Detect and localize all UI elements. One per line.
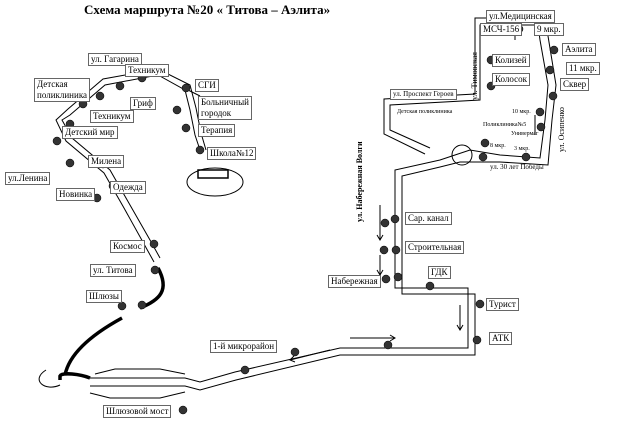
stop-koliseum: Колизей <box>492 54 530 67</box>
stop-skver: Сквер <box>560 78 590 91</box>
stop-univermag: Универмаг <box>511 131 539 137</box>
stop-poliklinika5: Поликлиника№5 <box>483 122 527 128</box>
stop-mkr8: 8 мкр. <box>490 143 506 149</box>
stop-shlyuzy: Шлюзы <box>86 290 122 303</box>
stop-detsky-mir: Детский мир <box>62 126 118 139</box>
stop-mkr10: 10 мкр. <box>512 109 531 115</box>
street-lenina: ул.Ленина <box>5 172 51 185</box>
stop-grif: Гриф <box>130 97 156 110</box>
street-prospekt-geroev: ул. Проспект Героев <box>390 89 457 100</box>
stop-tekhnikum-left: Техникум <box>90 110 134 123</box>
street-tymovskaya: ул. Тимовская <box>470 52 479 100</box>
stop-kolosok: Колосок <box>492 73 531 86</box>
stop-mkr3: 3 мкр. <box>514 146 530 152</box>
stop-kosmos: Космос <box>110 240 145 253</box>
stop-mkr9: 9 мкр. <box>534 23 564 36</box>
stop-bolnichny-gorodok: Больничный городок <box>198 96 252 120</box>
stop-tekhnikum-top: Техникум <box>125 64 169 77</box>
left-road <box>55 68 207 263</box>
street-titova: ул. Титова <box>90 264 136 277</box>
shkola-loop <box>186 167 244 197</box>
map-title: Схема маршрута №20 « Титова – Аэлита» <box>84 2 331 17</box>
stop-naberezhnaya: Набережная <box>328 275 381 288</box>
stop-shlyuzovoy-most: Шлюзовой мост <box>103 405 172 418</box>
stop-gagarina: ул. Гагарина <box>88 53 142 66</box>
stop-odezhda: Одежда <box>110 181 146 194</box>
stop-sgi: СГИ <box>195 79 219 92</box>
street-naberezhnaya-volgi: ул. Набережная Волги <box>355 141 364 222</box>
stop-atk: АТК <box>489 332 513 345</box>
stop-sar-kanal: Сар. канал <box>405 212 452 225</box>
stop-terapiya: Терапия <box>198 124 236 137</box>
stop-stroitelnaya: Строительная <box>405 241 465 254</box>
roundabout <box>451 144 473 166</box>
stop-novinka: Новинка <box>56 188 96 201</box>
shkola-block <box>197 169 229 179</box>
stop-detskaya-poliklinika: Детская поликлиника <box>34 78 90 102</box>
stop-mkr1: 1-й микрорайон <box>210 340 278 353</box>
stop-milena: Милена <box>88 155 125 168</box>
street-30-let-pobedy: ул. 30 лет Победы <box>490 163 544 171</box>
stop-mkr11: 11 мкр. <box>566 62 600 75</box>
bottom-road <box>89 305 476 399</box>
stop-aelita: Аэлита <box>562 43 596 56</box>
stop-turist: Турист <box>486 298 519 311</box>
stop-msch156: МСЧ-156 <box>480 23 523 36</box>
stop-gdk: ГДК <box>428 266 451 279</box>
street-medicinskaya: ул.Медицинская <box>486 10 555 23</box>
stop-detskaya-right: Детская поликлиника <box>397 109 453 115</box>
stop-shkola12: Школа№12 <box>207 147 257 160</box>
street-osipenko: ул. Осипенко <box>557 107 566 152</box>
